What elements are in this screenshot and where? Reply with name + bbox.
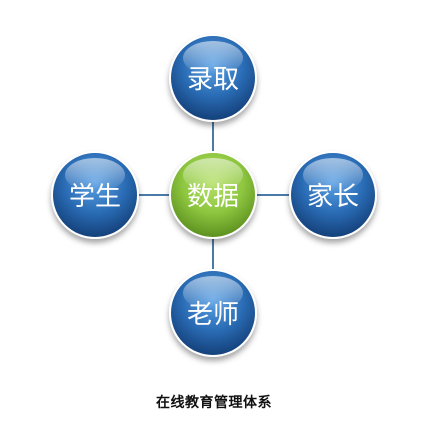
node-top-label: 录取 [187, 65, 239, 95]
node-left: 学生 [51, 151, 139, 239]
diagram-caption: 在线教育管理体系 [156, 395, 272, 411]
node-left-label: 学生 [69, 182, 121, 212]
node-center: 数据 [169, 151, 257, 239]
node-bottom-label: 老师 [187, 300, 239, 330]
node-center-label: 数据 [187, 182, 239, 212]
node-right: 家长 [289, 151, 377, 239]
node-top: 录取 [169, 34, 257, 122]
node-bottom: 老师 [169, 269, 257, 357]
hub-spoke-diagram: 录取 学生 家长 老师 数据 [51, 34, 377, 357]
node-right-label: 家长 [307, 182, 359, 212]
